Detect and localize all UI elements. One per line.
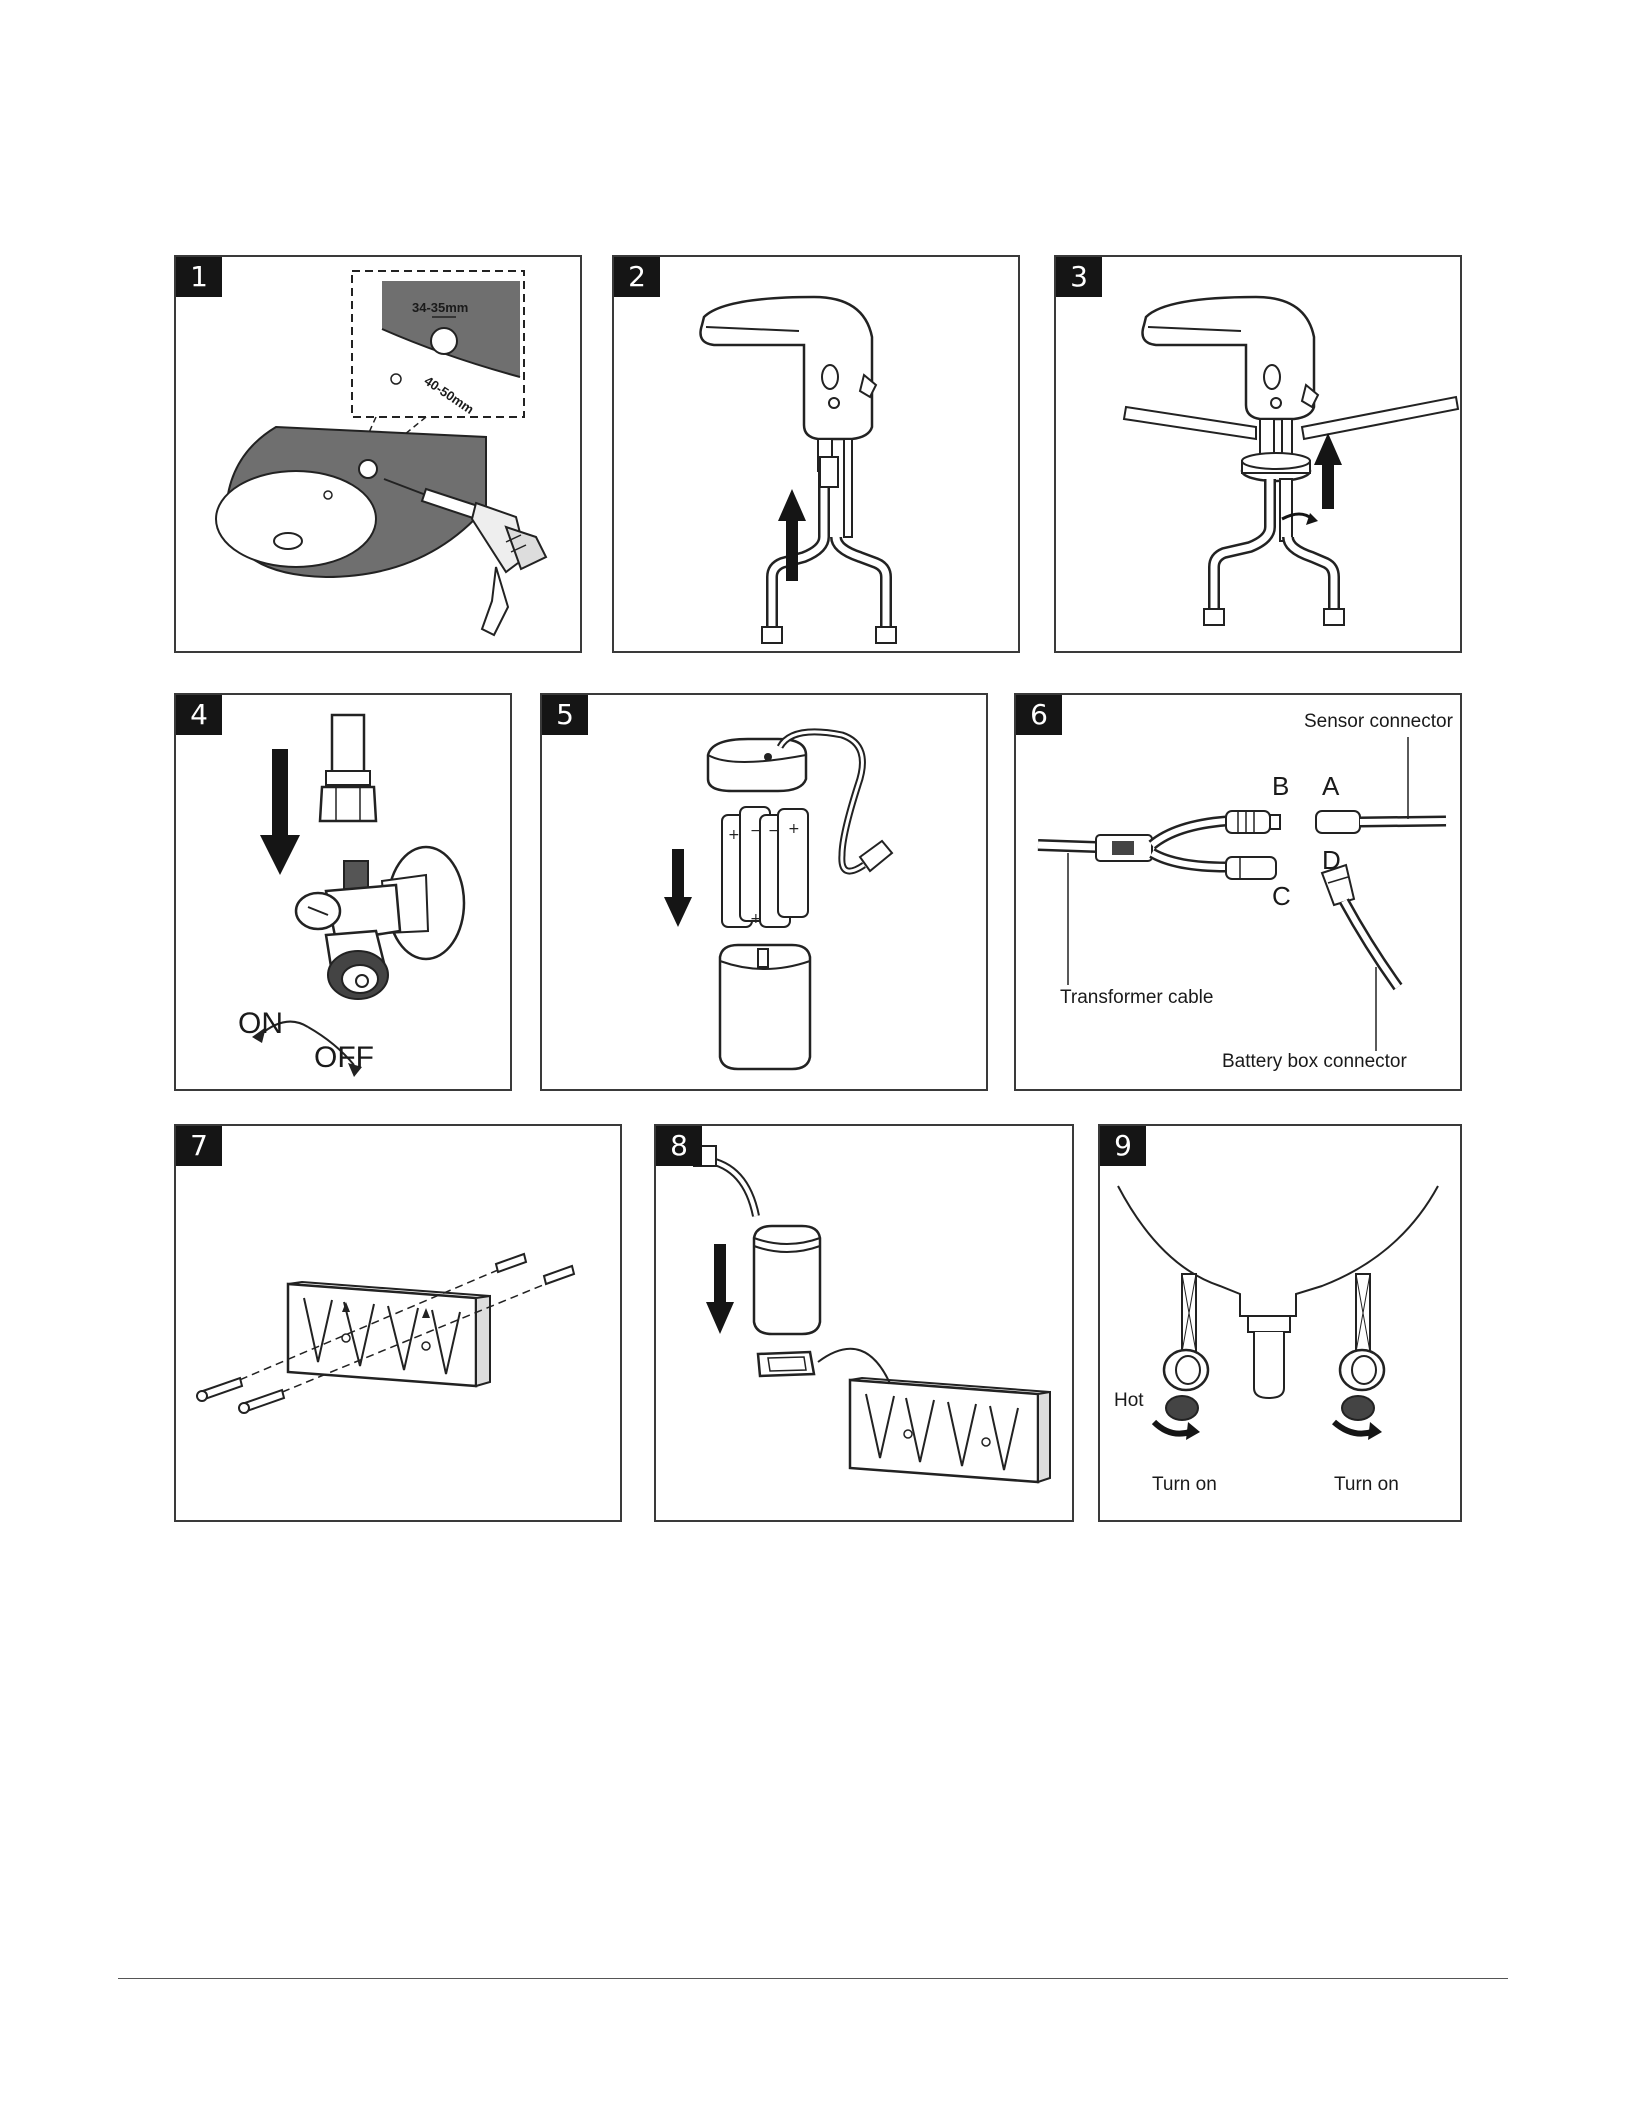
connector-letter-b: B xyxy=(1272,771,1289,802)
bracket-mount-illustration xyxy=(176,1126,622,1522)
step-number: 4 xyxy=(176,695,222,735)
svg-text:+: + xyxy=(750,911,762,927)
battery-insert-illustration: + + + − − xyxy=(542,695,988,1091)
turn-on-left-label: Turn on xyxy=(1152,1474,1217,1496)
footer-divider xyxy=(118,1978,1508,1979)
step-panel-6: 6 Sensor connector Transformer cabl xyxy=(1014,693,1462,1091)
step-panel-7: 7 xyxy=(174,1124,622,1522)
water-turn-on-illustration xyxy=(1100,1126,1462,1522)
faucet-mount-illustration xyxy=(1056,257,1462,653)
connector-letter-a: A xyxy=(1322,771,1339,802)
sensor-connector-label: Sensor connector xyxy=(1304,711,1453,733)
on-label: ON xyxy=(238,1007,283,1041)
step-panel-2: 2 xyxy=(612,255,1020,653)
svg-text:+: + xyxy=(728,827,740,843)
angle-valve-illustration xyxy=(176,695,512,1091)
hot-label: Hot xyxy=(1114,1390,1144,1412)
hole-diameter-label: 34-35mm xyxy=(412,300,468,315)
svg-text:−: − xyxy=(750,823,762,839)
step-number: 6 xyxy=(1016,695,1062,735)
connector-letter-d: D xyxy=(1322,845,1341,876)
step-number: 8 xyxy=(656,1126,702,1166)
step-panel-3: 3 xyxy=(1054,255,1462,653)
svg-text:−: − xyxy=(768,823,780,839)
transformer-cable-label: Transformer cable xyxy=(1060,987,1213,1009)
off-label: OFF xyxy=(314,1041,374,1075)
cable-connection-illustration xyxy=(1016,695,1462,1091)
battery-box-connector-label: Battery box connector xyxy=(1222,1051,1407,1073)
faucet-insert-illustration xyxy=(614,257,1020,653)
step-number: 3 xyxy=(1056,257,1102,297)
step-number: 9 xyxy=(1100,1126,1146,1166)
step-number: 5 xyxy=(542,695,588,735)
step-number: 7 xyxy=(176,1126,222,1166)
step-panel-8: 8 xyxy=(654,1124,1074,1522)
step-panel-5: 5 + + + − − xyxy=(540,693,988,1091)
svg-text:+: + xyxy=(788,821,800,837)
step-panel-9: 9 Hot Turn on Turn on xyxy=(1098,1124,1462,1522)
turn-on-right-label: Turn on xyxy=(1334,1474,1399,1496)
drill-hole-illustration xyxy=(176,257,582,653)
battery-box-mount-illustration xyxy=(656,1126,1074,1522)
connector-letter-c: C xyxy=(1272,881,1291,912)
step-number: 2 xyxy=(614,257,660,297)
step-panel-1: 1 34-35mm 40-50mm xyxy=(174,255,582,653)
step-panel-4: 4 ON OFF xyxy=(174,693,512,1091)
step-number: 1 xyxy=(176,257,222,297)
